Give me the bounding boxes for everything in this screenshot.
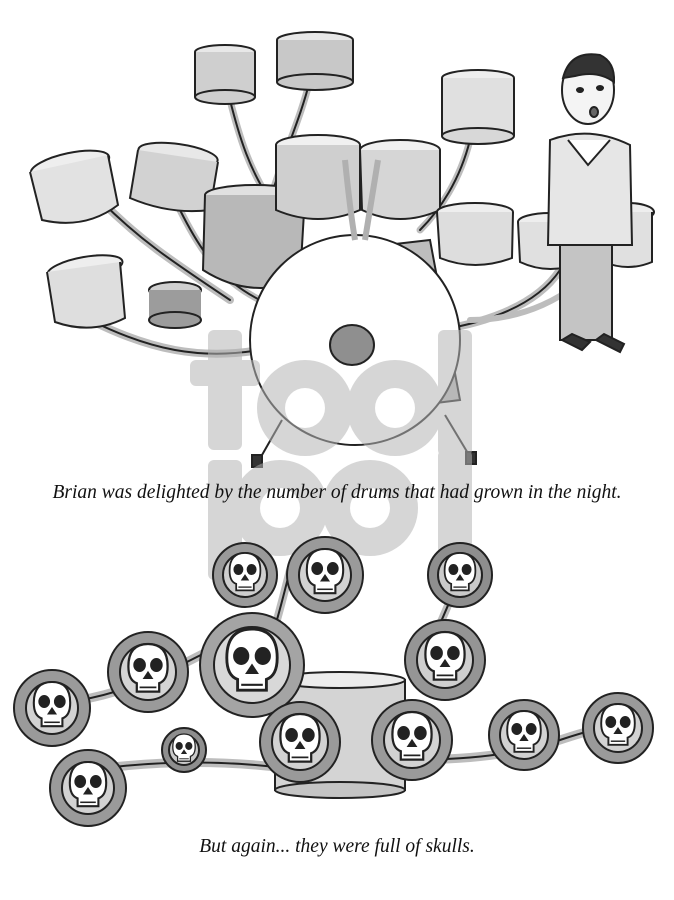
skull-drum	[13, 669, 91, 747]
tom-drum	[29, 149, 120, 224]
skull-drum-tree-illustration	[13, 536, 654, 827]
tom-drum	[276, 31, 354, 91]
skull-drum	[107, 631, 189, 713]
tom-drum	[194, 44, 256, 105]
tom-drum	[436, 202, 514, 266]
skull-drum	[371, 699, 453, 781]
tom-drum	[128, 141, 219, 213]
skull-drum	[286, 536, 364, 614]
caption-top: Brian was delighted by the number of dru…	[52, 482, 622, 503]
skull-drum	[161, 727, 207, 773]
skull-drum	[427, 542, 493, 608]
tom-drum	[46, 254, 127, 329]
tom-drum	[275, 134, 361, 220]
caption-bottom: But again... they were full of skulls.	[199, 836, 475, 857]
brian-character	[546, 53, 634, 354]
skull-drum	[212, 542, 278, 608]
tom-drum	[359, 139, 441, 220]
tom-drum	[148, 281, 202, 329]
skull-drum	[488, 699, 560, 771]
skull-drum	[199, 612, 305, 718]
drum-tree-illustration	[29, 31, 655, 468]
skull-drum	[49, 749, 127, 827]
skull-drum	[259, 701, 341, 783]
tom-drum	[441, 69, 515, 145]
skull-drum	[404, 619, 486, 701]
skull-drum	[582, 692, 654, 764]
